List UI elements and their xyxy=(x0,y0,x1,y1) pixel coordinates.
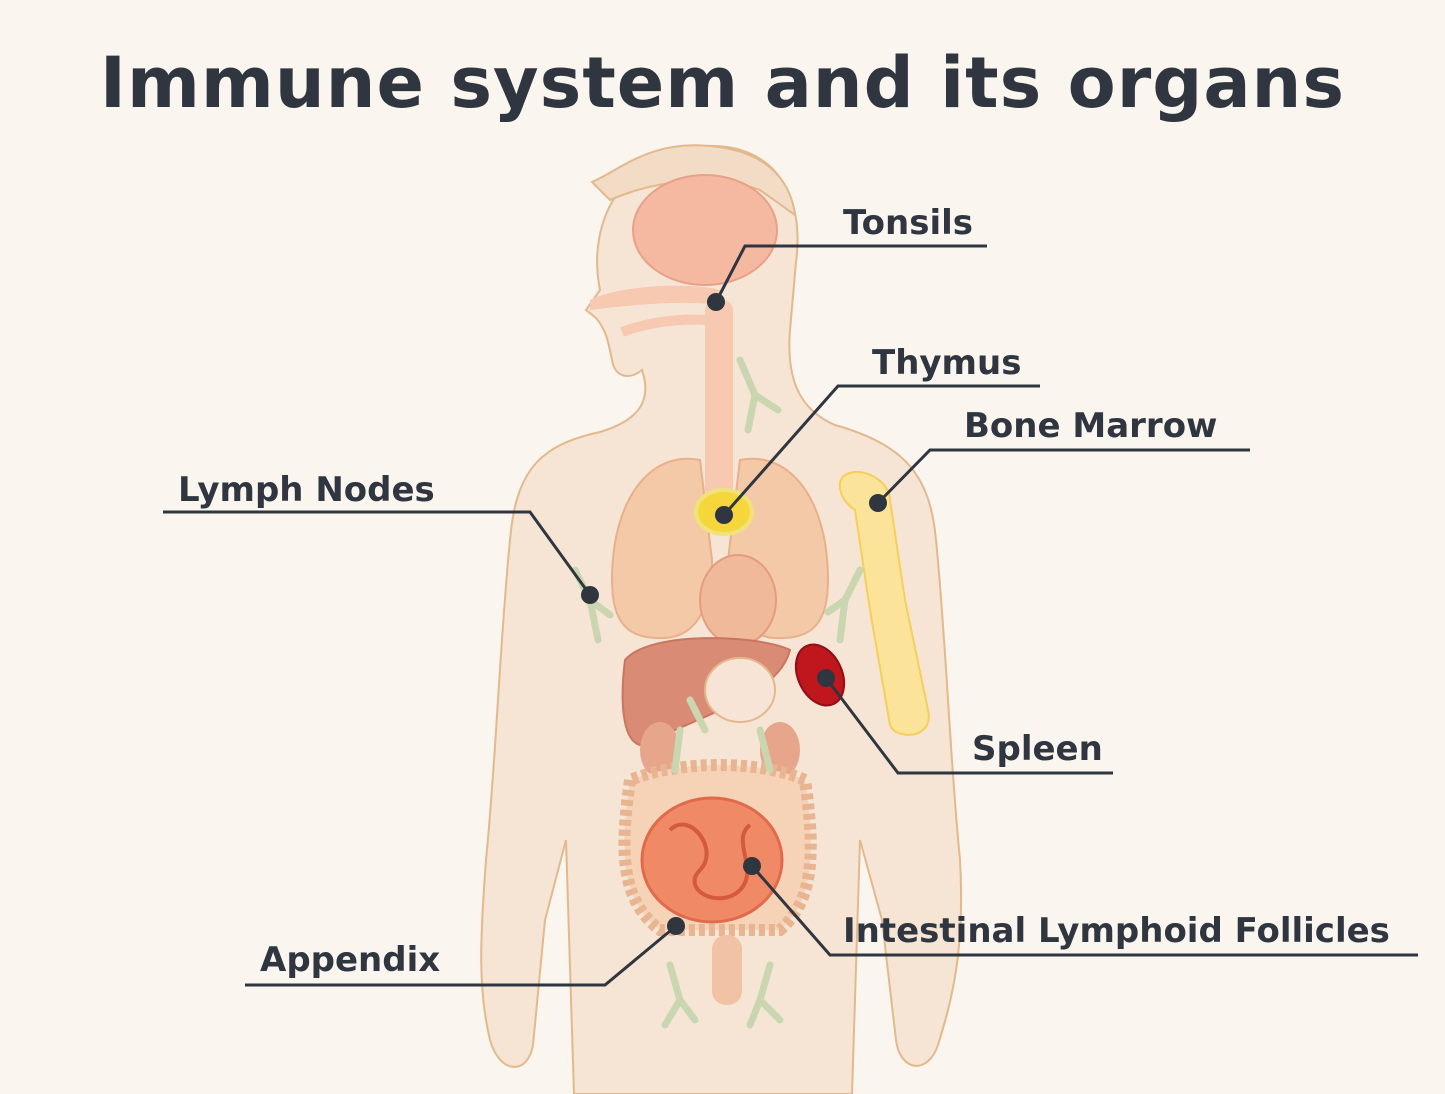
callout-thymus: Thymus xyxy=(715,343,1040,524)
lymph-nodes xyxy=(571,356,864,1029)
rectum xyxy=(712,935,742,1005)
callout-lymph-nodes: Lymph Nodes xyxy=(163,470,599,604)
callout-tonsils: Tonsils xyxy=(707,203,987,311)
stomach xyxy=(704,657,776,723)
label-bone-marrow: Bone Marrow xyxy=(964,406,1217,446)
label-spleen: Spleen xyxy=(972,729,1103,769)
small-intestine xyxy=(640,796,784,924)
label-intestinal-follicles: Intestinal Lymphoid Follicles xyxy=(843,911,1390,951)
label-appendix: Appendix xyxy=(260,940,440,980)
callout-appendix: Appendix xyxy=(245,917,685,987)
nasal-cavity xyxy=(590,285,720,310)
trachea xyxy=(705,300,733,500)
brain xyxy=(632,174,778,286)
label-tonsils: Tonsils xyxy=(843,203,973,243)
page-title: Immune system and its organs xyxy=(99,42,1346,124)
heart xyxy=(699,554,777,646)
callout-intestinal-follicles: Intestinal Lymphoid Follicles xyxy=(743,857,1418,957)
bone xyxy=(838,470,930,736)
label-lymph-nodes: Lymph Nodes xyxy=(178,470,435,510)
small-intestine-loops xyxy=(668,822,752,901)
callout-spleen: Spleen xyxy=(817,669,1113,775)
label-thymus: Thymus xyxy=(872,343,1021,383)
callout-bone-marrow: Bone Marrow xyxy=(869,406,1250,512)
